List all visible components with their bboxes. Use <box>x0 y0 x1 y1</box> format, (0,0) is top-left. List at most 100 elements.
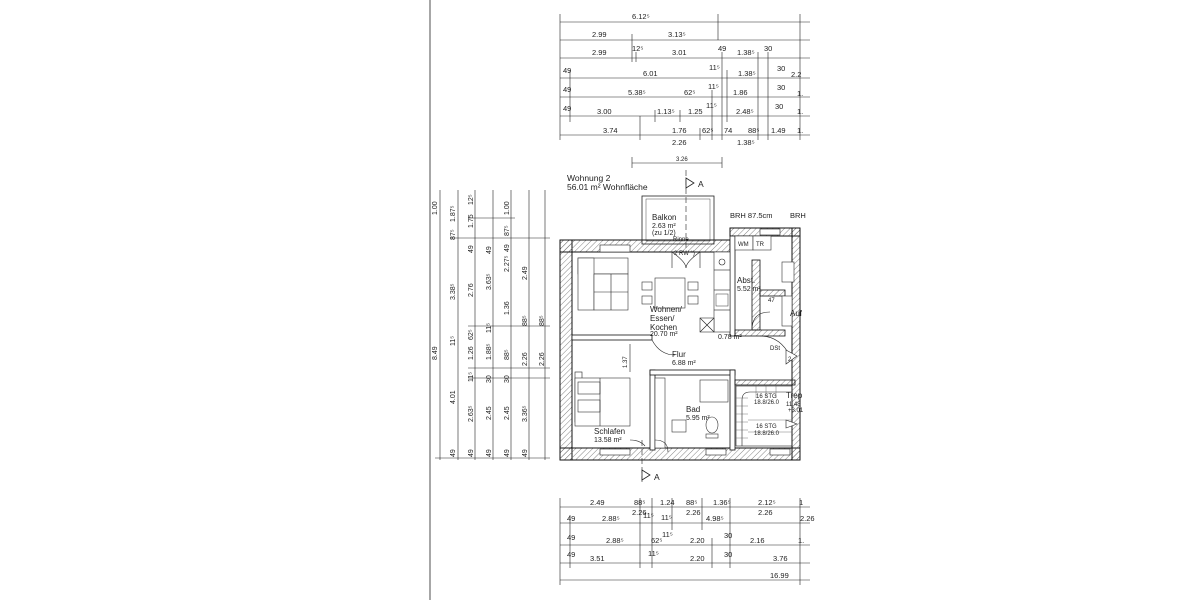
dim-text: 3.76 <box>773 554 788 563</box>
room-area-flur: 6.88 m² <box>672 360 696 367</box>
dim-text: 1 <box>799 498 803 507</box>
dim-text: 12⁵ <box>468 194 475 205</box>
dim-text: 62⁵ <box>684 88 695 97</box>
dim-text: 2.48⁵ <box>736 107 754 116</box>
dim-text: 16.99 <box>770 571 789 580</box>
dim-text: 3.26 <box>676 157 688 163</box>
room-note-treppe: +3.01 <box>788 408 804 414</box>
dim-text: 88⁵ <box>686 498 697 507</box>
dim-text: 3.38⁵ <box>450 283 457 300</box>
brh-label: BRH <box>790 211 806 220</box>
balcony: Balkon 2.63 m² (zu 1/2) Rinne 2 RW *) <box>641 195 715 269</box>
dim-text: 49 <box>567 514 575 523</box>
dim-text: 88⁵ <box>634 498 645 507</box>
dim-text: 88⁵ <box>504 349 511 360</box>
stairs-ratio-label: 18.8/26.0 <box>754 431 780 437</box>
dim-text: 30 <box>724 531 732 540</box>
dim-text: 5.38⁵ <box>628 88 646 97</box>
room-name-wohnen-line: Wohnen/ <box>650 305 683 314</box>
dim-text: 2.63⁵ <box>468 405 475 422</box>
dim-text: 1.49 <box>771 126 786 135</box>
dst-label: DSt <box>770 346 780 352</box>
room-name-treppe: Trep <box>786 391 803 400</box>
room-name-wohnen-line: Essen/ <box>650 314 675 323</box>
apartment-title: Wohnung 2 <box>567 173 611 183</box>
room-name-bad: Bad <box>686 405 700 414</box>
dim-text: 2.88⁵ <box>602 514 620 523</box>
bottom-dimension-chains: 2.49 88⁵ 1.24 88⁵ 1.36⁵ 2.12⁵ 1 2.26 11⁵… <box>559 498 815 585</box>
dim-137: 1.37 <box>623 356 629 368</box>
dim-text: 2.45 <box>504 406 511 420</box>
dim-text: 2.26 <box>686 508 701 517</box>
dim-text: 11⁵ <box>662 530 673 539</box>
dim-text: 1.36⁵ <box>713 498 731 507</box>
dim-text: 49 <box>563 85 571 94</box>
dim-text: 87⁵ <box>504 225 511 236</box>
dim-text: 30 <box>504 375 511 383</box>
tr-label: TR <box>756 242 765 248</box>
rw-label: 2 RW *) <box>674 251 695 257</box>
dim-text: 2.76 <box>468 283 475 297</box>
dim-text: 2.99 <box>592 48 607 57</box>
dim-text: 2.26 <box>800 514 815 523</box>
dim-text: 1. <box>797 89 803 98</box>
brh-label: BRH 87.5cm <box>730 211 773 220</box>
dim-text: 3.51 <box>590 554 605 563</box>
rinne-label: Rinne <box>673 237 689 243</box>
dim-text: 11⁵ <box>486 323 493 333</box>
room-area-wohnen: 20.70 m² <box>650 331 678 338</box>
abstellraum: WM TR Abst. 5.52 m² 47 0.78 m² DSt BRH 8… <box>718 211 806 352</box>
dim-text: 3.74 <box>603 126 618 135</box>
room-name-wohnen: Wohnen/ Essen/ Kochen <box>650 305 684 332</box>
dim-text: 2.88⁵ <box>606 536 624 545</box>
dim-text: 49 <box>567 533 575 542</box>
room-name-abst: Abst. <box>737 276 755 285</box>
dim-text: 2.2 <box>791 70 801 79</box>
dim-text: 74 <box>724 126 732 135</box>
stairs-steps-label: 16 STG <box>756 424 777 430</box>
stairs-steps-label: 16 STG <box>756 394 777 400</box>
dim-text: 2.26 <box>672 138 687 147</box>
dim-text: 49 <box>522 449 529 457</box>
dim-text: 2.27⁵ <box>504 255 511 272</box>
dim-text: 3.13⁵ <box>668 30 686 39</box>
dim-text: 4.01 <box>450 390 457 404</box>
area-078: 0.78 m² <box>718 334 742 341</box>
dim-text: 1.38⁵ <box>737 138 755 147</box>
top-dimension-chains: 6.12⁵ 2.99 3.13⁵ 2.99 12⁵ 3.01 49 1.38⁵ … <box>559 12 810 168</box>
dim-text: 87⁵ <box>450 229 457 240</box>
dim-text: 2.20 <box>690 554 705 563</box>
dim-text: 49 <box>567 550 575 559</box>
dim-text: 2.49 <box>590 498 605 507</box>
dim-text: 3.01 <box>672 48 687 57</box>
dim-text: 49 <box>504 449 511 457</box>
dim-text: 2.49 <box>522 266 529 280</box>
dim-text: 1.25 <box>688 107 703 116</box>
dim-text: 49 <box>486 246 493 254</box>
dim-text: 1.26 <box>468 346 475 360</box>
dim-text: 49 <box>563 66 571 75</box>
dim-text: 49 <box>486 449 493 457</box>
dim-text: 62⁵ <box>651 536 662 545</box>
dim-text: 4.98⁵ <box>706 514 724 523</box>
room-area-treppe: 11.48 <box>786 402 801 408</box>
dim-text: 1.86 <box>733 88 748 97</box>
room-name-schlafen: Schlafen <box>594 427 625 436</box>
dim-text: 8.49 <box>432 346 439 360</box>
dim-text: 1.88⁵ <box>486 343 493 360</box>
staircase: 16 STG 18.8/26.0 16 STG 18.8/26.0 Trep 1… <box>735 385 804 447</box>
dim-text: 49 <box>718 44 726 53</box>
dim-text: 2.12⁵ <box>758 498 776 507</box>
room-area-balkon: 2.63 m² <box>652 223 676 230</box>
dim-text: 6.01 <box>643 69 658 78</box>
dim-text: 88⁵ <box>539 315 546 326</box>
dim-text: 88⁵ <box>522 315 529 326</box>
dim-text: 2.26 <box>539 352 546 366</box>
room-name-wohnen-line: Kochen <box>650 323 677 332</box>
dim-text: 1.24 <box>660 498 675 507</box>
section-label: A <box>698 179 704 189</box>
dim-text: 49 <box>450 449 457 457</box>
dim-text: 11⁵ <box>648 549 659 558</box>
left-dimension-chains: 8.49 87⁵ 3.38⁵ 11⁵ 4.01 49 1.00 49 2.76 … <box>432 190 550 460</box>
